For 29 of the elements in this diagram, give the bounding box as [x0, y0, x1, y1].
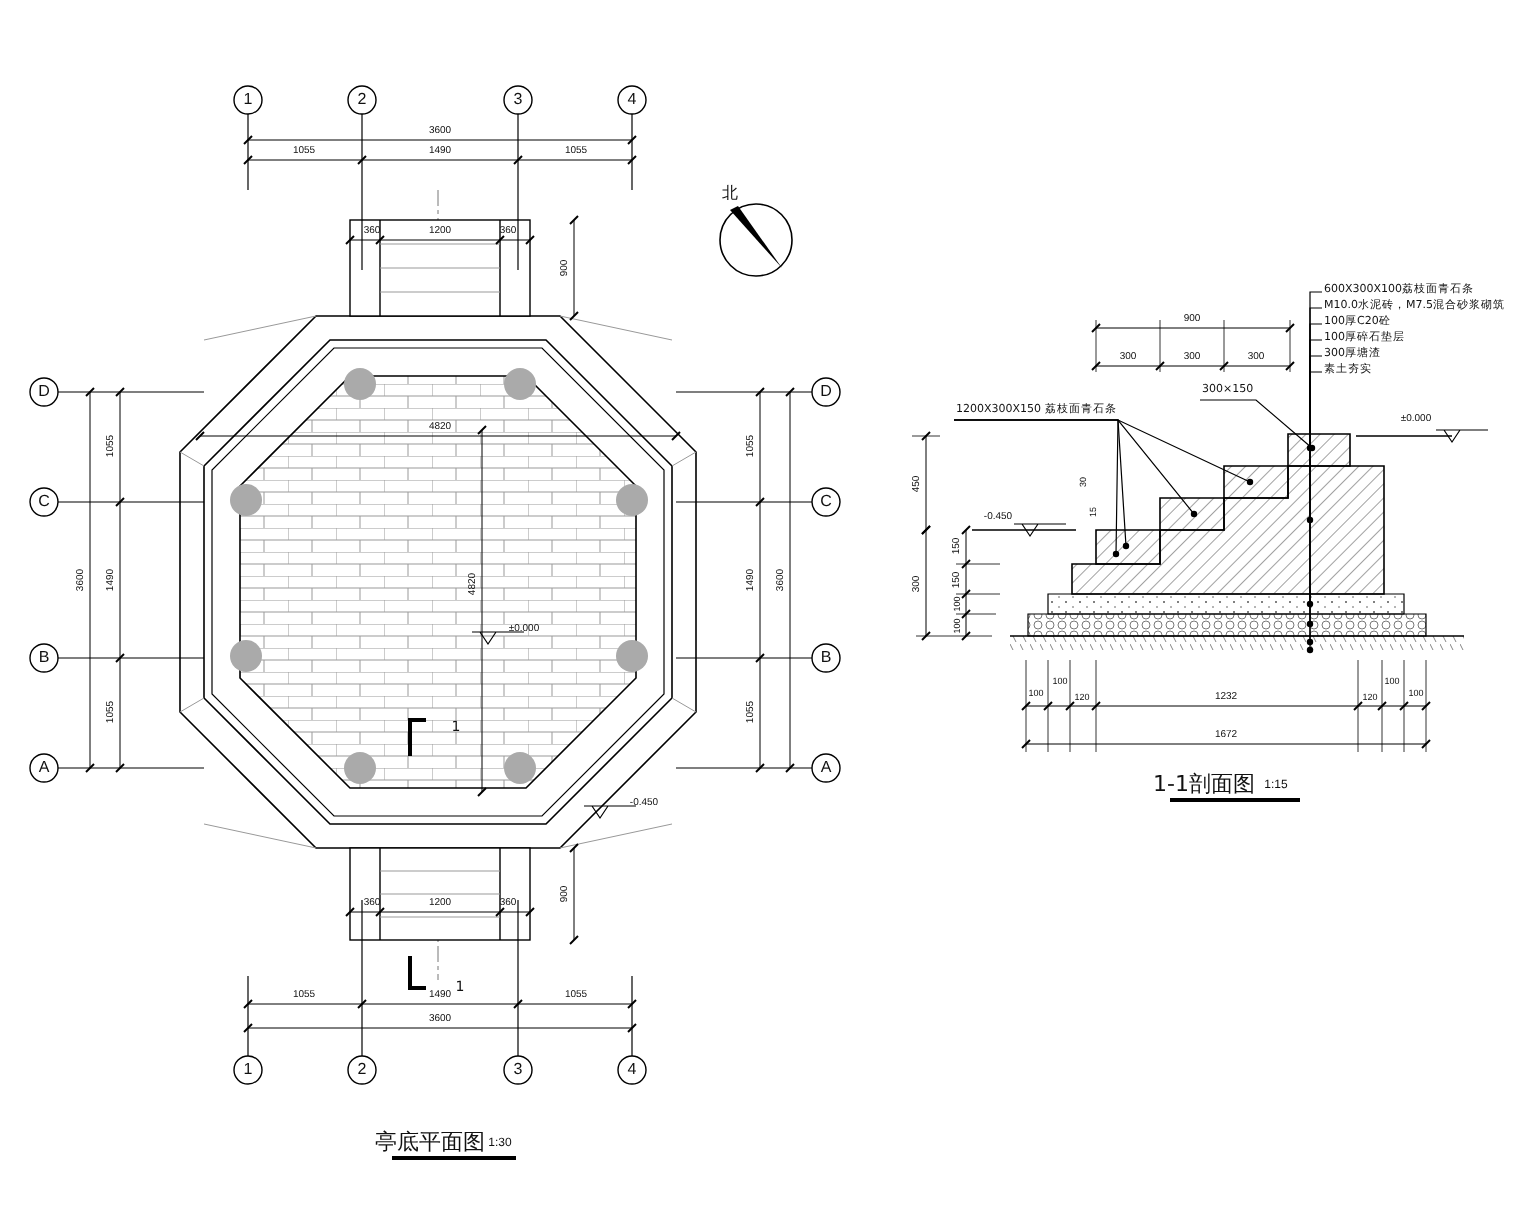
concrete-layer — [1047, 593, 1405, 615]
axis-label: 1 — [243, 1062, 253, 1078]
axis-label: B — [820, 650, 832, 666]
drawing-title: 1-1剖面图 — [1153, 773, 1255, 795]
axis-label: 2 — [357, 92, 367, 108]
axis-label: 4 — [627, 1062, 637, 1078]
drawing-title: 亭底平面图 — [375, 1131, 485, 1153]
leader-line — [1199, 399, 1316, 452]
stone-slab — [1095, 529, 1161, 565]
axis-label: 3 — [513, 92, 523, 108]
axis-label: D — [820, 384, 832, 400]
leader-line — [1306, 307, 1323, 524]
stone-slab — [1159, 497, 1225, 531]
axis-label: 3 — [513, 1062, 523, 1078]
axis-label: C — [38, 494, 50, 510]
stone-slab — [1287, 433, 1351, 467]
axis-label: D — [38, 384, 50, 400]
north-label: 北 — [722, 186, 738, 202]
gravel-layer — [1027, 613, 1427, 637]
axis-label: B — [38, 650, 50, 666]
brick-masonry — [1071, 465, 1385, 595]
stone-slab — [1223, 465, 1289, 499]
axis-label: 2 — [357, 1062, 367, 1078]
leader-line — [1306, 291, 1323, 452]
axis-label: C — [820, 494, 832, 510]
axis-label: 4 — [627, 92, 637, 108]
axis-label: 1 — [243, 92, 253, 108]
axis-label: A — [38, 760, 50, 776]
axis-label: A — [820, 760, 832, 776]
